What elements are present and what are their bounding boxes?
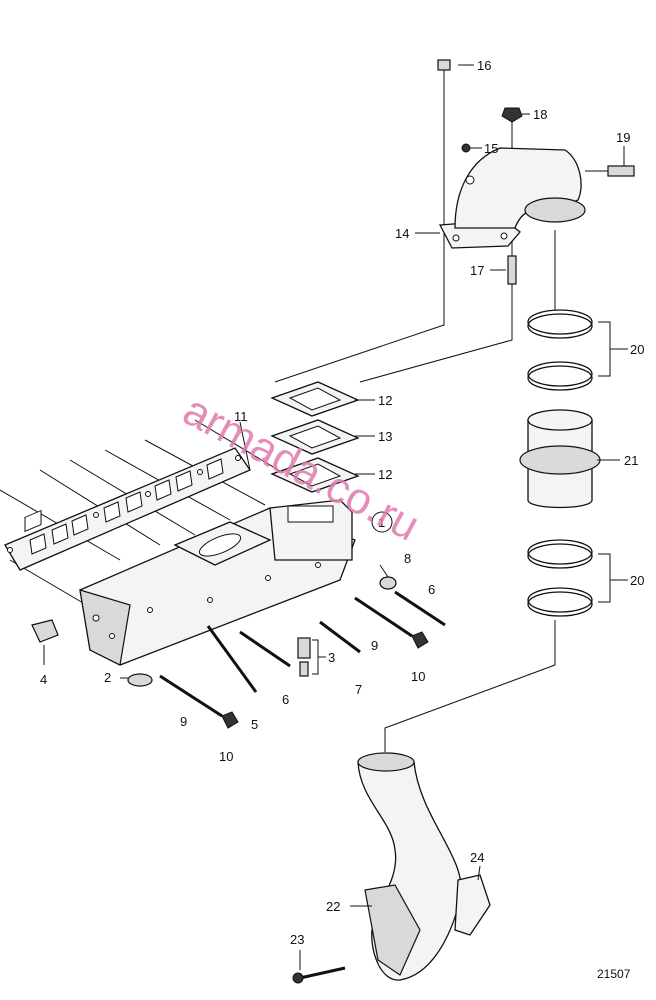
callout-11: 11: [234, 409, 248, 424]
callout-17: 17: [470, 263, 484, 278]
exhaust-pipe: [292, 752, 491, 984]
callout-20-bottom: 20: [630, 573, 644, 588]
callout-16: 16: [477, 58, 491, 73]
callout-18: 18: [533, 107, 547, 122]
hardware: [31, 59, 635, 729]
callout-5: 5: [251, 717, 258, 732]
callout-10-upper: 10: [411, 669, 425, 684]
callout-2: 2: [104, 670, 111, 685]
callout-6-upper: 6: [428, 582, 435, 597]
callout-12-top: 12: [378, 393, 392, 408]
hose-clamps-and-coupler: [519, 309, 601, 617]
callout-6-lower: 6: [282, 692, 289, 707]
callout-20-top: 20: [630, 342, 644, 357]
callout-21: 21: [624, 453, 638, 468]
callout-3: 3: [328, 650, 335, 665]
callout-24: 24: [470, 850, 484, 865]
exhaust-elbow: [438, 147, 586, 249]
callout-15: 15: [484, 141, 498, 156]
callout-10-lower: 10: [219, 749, 233, 764]
callout-23: 23: [290, 932, 304, 947]
callout-14: 14: [395, 226, 409, 241]
callout-9-upper: 9: [371, 638, 378, 653]
figure-reference-number: 21507: [597, 967, 631, 981]
callout-13: 13: [378, 429, 392, 444]
callout-4: 4: [40, 672, 47, 687]
flange-gasket-stack: [270, 381, 360, 493]
callout-22: 22: [326, 899, 340, 914]
callout-labels: 1 2 3 4 5 6 6 7 8 9 9 10 10 11 12 13 12 …: [40, 58, 644, 947]
callout-8: 8: [404, 551, 411, 566]
exhaust-manifold: [79, 499, 356, 666]
callout-7: 7: [355, 682, 362, 697]
callout-19: 19: [616, 130, 630, 145]
callout-12-bottom: 12: [378, 467, 392, 482]
callout-9-lower: 9: [180, 714, 187, 729]
callout-brackets: [43, 64, 628, 970]
callout-1: 1: [378, 515, 385, 530]
